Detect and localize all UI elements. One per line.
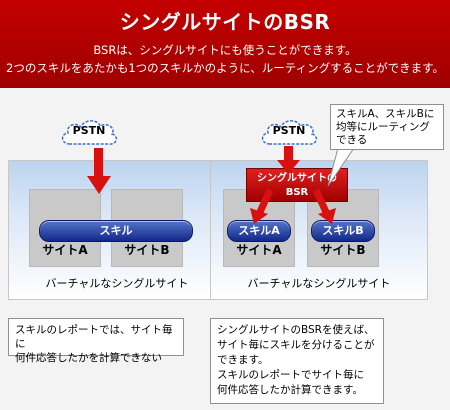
left-cloud-label: PSTN [72, 124, 106, 137]
split-arrows [250, 188, 336, 224]
left-note-line: スキルのレポートでは、サイト毎に [15, 324, 173, 350]
diagram-title: シングルサイトのBSR [119, 10, 331, 34]
cloud-icon [61, 120, 117, 145]
right-virtual-site-panel: サイトA サイトB スキルA スキルB シングルサイトの BSR バーチャルなシ… [210, 160, 428, 300]
header-banner: シングルサイトのBSR BSRは、シングルサイトにも使うことができます。 2つの… [0, 0, 450, 88]
bsr-label-line: BSR [285, 187, 309, 198]
left-site-b-label: サイトB [124, 243, 170, 257]
cloud-icon [261, 120, 317, 145]
left-arrow-down [87, 148, 111, 194]
left-note-line: 何件応答したかを計算できない [15, 352, 162, 364]
callout-line: 均等にルーティング [336, 121, 430, 133]
right-skill-a-pill: スキルA [227, 220, 291, 242]
right-note-box: シングルサイトのBSRを使えば、 サイト毎にスキルを分けることが できます。 ス… [210, 318, 384, 404]
left-skill-pill: スキル [39, 220, 193, 242]
right-note-line: できます。 [217, 354, 269, 366]
right-panel-caption: バーチャルなシングルサイト [247, 277, 391, 290]
left-virtual-site-panel: サイトA サイトB スキル バーチャルなシングルサイト [8, 160, 226, 300]
left-site-a-label: サイトA [42, 243, 88, 257]
arrow-to-skill-b [318, 208, 336, 224]
right-site-a-label: サイトA [236, 243, 282, 257]
header-description-1: BSRは、シングルサイトにも使うことができます。 [93, 43, 357, 57]
callout-line: スキルA、スキルBに [336, 108, 435, 120]
right-skill-b-pill: スキルB [311, 220, 375, 242]
callout-box: スキルA、スキルBに 均等にルーティング できる [330, 104, 444, 150]
right-note-line: スキルのレポートでサイト毎に [217, 369, 364, 381]
right-note-line: 何件応答したか計算できます。 [217, 384, 363, 396]
bsr-label-line: シングルサイトの [257, 173, 337, 184]
left-note-box: スキルのレポートでは、サイト毎に 何件応答したかを計算できない [8, 318, 184, 364]
callout-line: できる [336, 134, 368, 146]
right-note-line: シングルサイトのBSRを使えば、 [217, 324, 375, 336]
right-arrow-down [277, 146, 300, 174]
right-note-line: サイト毎にスキルを分けることが [217, 339, 375, 351]
right-cloud-label: PSTN [272, 124, 306, 137]
arrow-to-skill-a [250, 208, 268, 224]
right-site-b-label: サイトB [320, 243, 366, 257]
header-description-2: 2つのスキルをあたかも1つのスキルかのように、ルーティングすることができます。 [6, 61, 444, 75]
left-panel-caption: バーチャルなシングルサイト [45, 277, 189, 290]
